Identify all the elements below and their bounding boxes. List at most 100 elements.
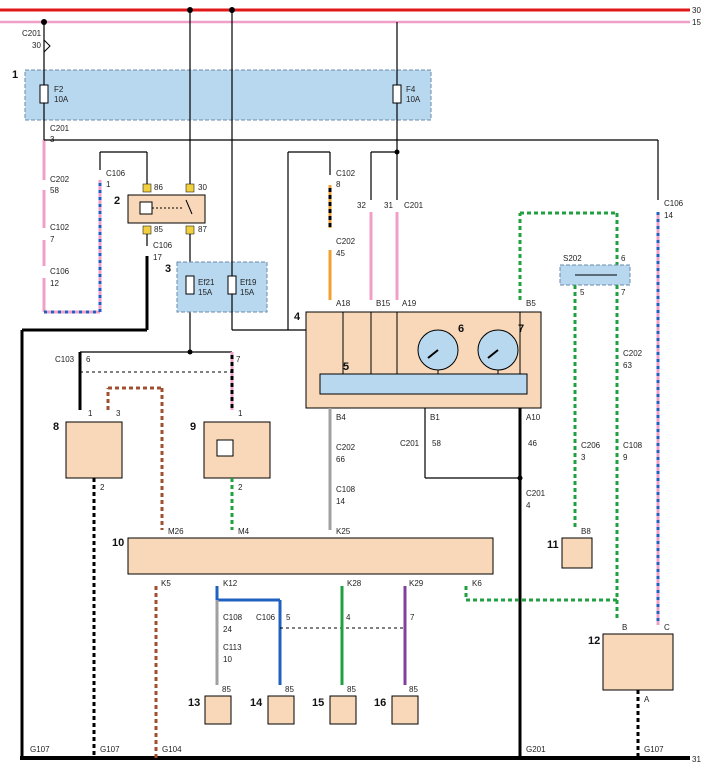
c202-b-pin: 45 [336, 249, 345, 258]
c201-label: C201 [22, 29, 42, 38]
pin-c: C [664, 623, 670, 632]
c106-c-label: C106 [153, 241, 173, 250]
pin-b: B [622, 623, 627, 632]
c102-b-label: C102 [336, 169, 356, 178]
pin-k12: K12 [223, 579, 238, 588]
fuse-ef19-name: Ef19 [240, 278, 257, 287]
component-14 [267, 695, 295, 725]
c103-pin7: 7 [236, 355, 241, 364]
fuse-ef19-rating: 15A [240, 288, 255, 297]
comp15-pin85: 85 [347, 685, 356, 694]
rail-30-label: 30 [692, 6, 701, 15]
rail-15-label: 15 [692, 18, 701, 27]
c108-c-pin: 24 [223, 625, 232, 634]
s202-pin7: 7 [621, 288, 626, 297]
component-2-label: 2 [114, 195, 120, 207]
component-12-label: 12 [588, 635, 600, 647]
component-8 [65, 421, 123, 479]
c108-a-pin: 9 [623, 453, 628, 462]
c102-a-label: C102 [50, 223, 70, 232]
ground-g201: G201 [526, 745, 546, 754]
comp9-pin1: 1 [238, 409, 243, 418]
component-16-label: 16 [374, 697, 386, 709]
pin-b15: B15 [376, 299, 391, 308]
relay-pin-85: 85 [154, 225, 163, 234]
component-12 [602, 633, 674, 691]
c201-c-label: C201 [404, 201, 424, 210]
fuse-f4-name: F4 [406, 85, 416, 94]
c106-b-pin: 1 [106, 180, 111, 189]
component-14-label: 14 [250, 697, 263, 709]
component-7-label: 7 [518, 323, 524, 335]
c202-c-pin: 63 [623, 361, 632, 370]
pin-b1: B1 [430, 413, 440, 422]
component-15 [329, 695, 357, 725]
c113-pin: 10 [223, 655, 232, 664]
c202-d-label: C202 [336, 443, 356, 452]
c106-e-pin5: 5 [286, 613, 291, 622]
pin-m26: M26 [168, 527, 184, 536]
control-module-10 [127, 537, 494, 575]
component-16 [391, 695, 419, 725]
fuse-f2-rating: 10A [54, 95, 69, 104]
pin-k29: K29 [409, 579, 424, 588]
c108-b-pin: 14 [336, 497, 345, 506]
ground-g107-c: G107 [644, 745, 664, 754]
c201-c-pin32: 32 [357, 201, 366, 210]
ground-g107-b: G107 [100, 745, 120, 754]
cluster-board-5 [319, 373, 528, 395]
component-13-label: 13 [188, 697, 200, 709]
fuse-ef21-rating: 15A [198, 288, 213, 297]
fuse-ef21 [185, 275, 195, 295]
component-9-label: 9 [190, 421, 196, 433]
c102-a-pin: 7 [50, 235, 55, 244]
comp13-pin85: 85 [222, 685, 231, 694]
c106-e-label: C106 [256, 613, 276, 622]
c106-e-pin7: 7 [410, 613, 415, 622]
c106-a-pin: 12 [50, 279, 59, 288]
comp16-pin85: 85 [409, 685, 418, 694]
c113-label: C113 [223, 643, 242, 652]
pin-m4: M4 [238, 527, 250, 536]
pin-k6: K6 [472, 579, 482, 588]
c106-d-label: C106 [664, 199, 684, 208]
pin-a10: A10 [526, 413, 541, 422]
c106-b-label: C106 [106, 169, 126, 178]
ground-g107-a: G107 [30, 745, 50, 754]
fuse-ef19 [227, 275, 237, 295]
c106-a-label: C106 [50, 267, 70, 276]
pin-b4: B4 [336, 413, 346, 422]
comp9-pin2: 2 [238, 483, 243, 492]
c108-c-label: C108 [223, 613, 243, 622]
c201-d-pin58: 58 [432, 439, 441, 448]
c108-b-label: C108 [336, 485, 356, 494]
c108-a-label: C108 [623, 441, 643, 450]
c103-pin6: 6 [86, 355, 91, 364]
c106-c-pin: 17 [153, 253, 162, 262]
relay-pin-30: 30 [198, 183, 207, 192]
c201-d-pin46: 46 [528, 439, 537, 448]
c103-label: C103 [55, 355, 75, 364]
c201-pin30: 30 [32, 41, 41, 50]
component-6-label: 6 [458, 323, 464, 335]
component-3-label: 3 [165, 263, 171, 275]
component-13 [204, 695, 232, 725]
pin-b5: B5 [526, 299, 536, 308]
s202-label: S202 [563, 254, 582, 263]
c202-c-label: C202 [623, 349, 643, 358]
rail-31-label: 31 [692, 755, 701, 764]
pin-a: A [644, 695, 650, 704]
c201-e-pin: 4 [526, 501, 531, 510]
c201-b-label: C201 [50, 124, 70, 133]
s202-pin5: 5 [580, 288, 585, 297]
c201-e-label: C201 [526, 489, 546, 498]
c102-b-pin: 8 [336, 180, 341, 189]
comp8-pin2: 2 [100, 483, 105, 492]
fuse-f2-name: F2 [54, 85, 64, 94]
relay-pin-86: 86 [154, 183, 163, 192]
pin-k28: K28 [347, 579, 362, 588]
c202-b-label: C202 [336, 237, 356, 246]
comp8-pin1: 1 [88, 409, 93, 418]
fuse-ef21-name: Ef21 [198, 278, 215, 287]
component-1-label: 1 [12, 69, 18, 81]
